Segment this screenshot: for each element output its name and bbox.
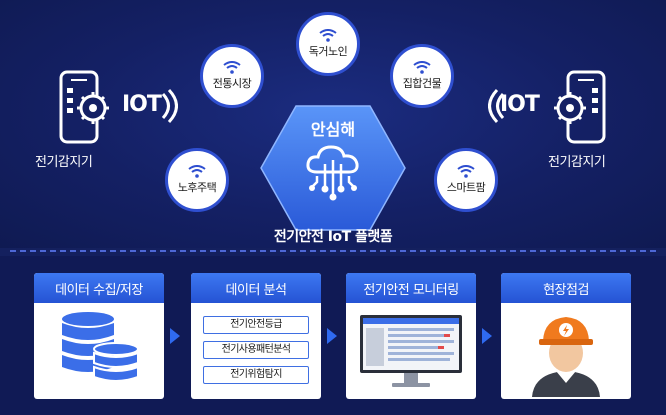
flow-arrow-2 [327, 328, 337, 344]
bubble-label: 스마트팜 [446, 181, 486, 194]
bubble-collective-building: 집합건물 [390, 44, 454, 108]
divider-line [10, 250, 656, 252]
bubble-elderly: 독거노인 [296, 12, 360, 76]
left-device-icon [59, 70, 109, 144]
step-title: 현장점검 [501, 273, 631, 303]
step-field-inspection: 현장점검 [501, 273, 631, 399]
step-body [501, 303, 631, 399]
right-device-icon [554, 70, 606, 144]
step-body [346, 303, 476, 399]
left-iot-text: IOT [122, 92, 162, 117]
analysis-item: 전기안전등급 [203, 316, 309, 334]
left-device-label: 전기감지기 [35, 155, 93, 170]
platform-label: 전기안전 IoT 플랫폼 [273, 229, 393, 245]
bubble-label: 전통시장 [212, 77, 252, 90]
wifi-icon [413, 61, 431, 74]
bubble-label: 노후주택 [177, 181, 217, 194]
analysis-item: 전기사용패턴분석 [203, 341, 309, 359]
cloud-circuit-icon [306, 145, 359, 201]
bubble-label: 독거노인 [308, 45, 348, 58]
step-title: 전기안전 모니터링 [346, 273, 476, 303]
monitor-icon [360, 315, 462, 387]
step-body [34, 303, 164, 399]
step-data-analysis: 데이터 분석 전기안전등급 전기사용패턴분석 전기위험탐지 [191, 273, 321, 399]
wifi-icon [319, 29, 337, 42]
wifi-icon [223, 61, 241, 74]
wifi-icon [457, 165, 475, 178]
step-body: 전기안전등급 전기사용패턴분석 전기위험탐지 [191, 303, 321, 399]
worker-helmet-icon [532, 317, 600, 397]
analysis-item: 전기위험탐지 [203, 366, 309, 384]
step-title: 데이터 분석 [191, 273, 321, 303]
bubble-traditional-market: 전통시장 [200, 44, 264, 108]
wifi-icon [188, 165, 206, 178]
step-monitoring: 전기안전 모니터링 [346, 273, 476, 399]
step-title: 데이터 수집/저장 [34, 273, 164, 303]
flow-arrow-3 [482, 328, 492, 344]
bubble-label: 집합건물 [402, 77, 442, 90]
right-iot-text: IOT [500, 92, 540, 117]
left-signal-icon [161, 88, 178, 124]
right-device-label: 전기감지기 [548, 155, 606, 170]
hub-title: 안심해 [310, 120, 356, 139]
bubble-old-house: 노후주택 [165, 148, 229, 212]
right-signal-icon [488, 88, 505, 124]
flow-arrow-1 [170, 328, 180, 344]
bubble-smart-farm: 스마트팜 [434, 148, 498, 212]
database-icon [62, 312, 139, 382]
step-data-collection: 데이터 수집/저장 [34, 273, 164, 399]
